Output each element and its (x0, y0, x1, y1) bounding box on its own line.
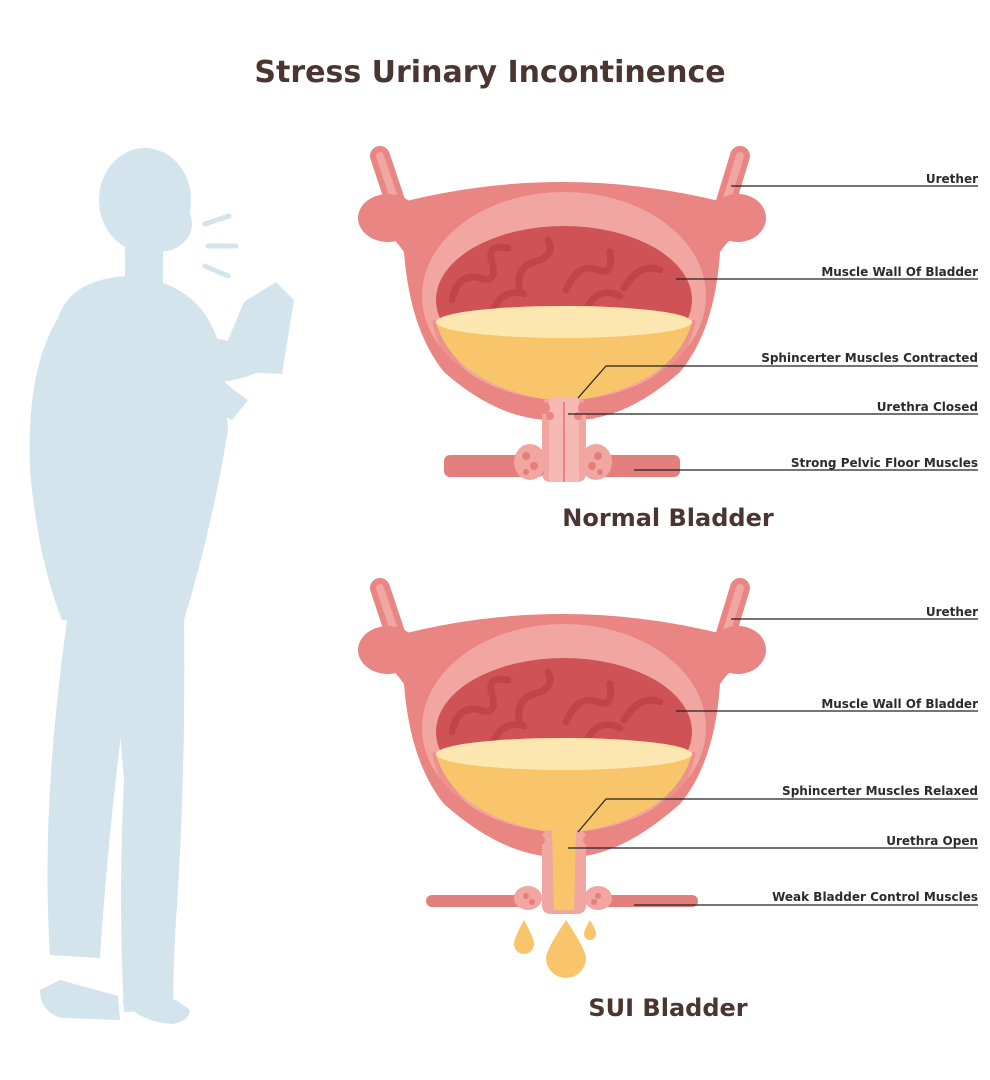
sui-bladder-labels: Urether Muscle Wall Of Bladder Sphincert… (772, 605, 978, 904)
label-pelvic-floor: Weak Bladder Control Muscles (772, 890, 978, 904)
cough-lines (202, 213, 239, 279)
label-pelvic-floor: Strong Pelvic Floor Muscles (791, 456, 978, 470)
sui-bladder-leader-lines (568, 618, 978, 906)
label-urether: Urether (926, 605, 978, 619)
urine-surface (436, 306, 692, 338)
coughing-person-silhouette-icon (29, 148, 294, 1024)
urine-surface (436, 738, 692, 770)
sui-bladder: Urether Muscle Wall Of Bladder Sphincert… (358, 578, 978, 1022)
urine-leak-drops (514, 920, 596, 978)
label-urethra: Urethra Closed (877, 400, 978, 414)
label-muscle-wall: Muscle Wall Of Bladder (821, 265, 978, 279)
bladder-muscle-folds (448, 236, 664, 312)
normal-bladder-caption: Normal Bladder (562, 504, 774, 532)
sui-bladder-caption: SUI Bladder (588, 994, 747, 1022)
label-sphincter: Sphincerter Muscles Contracted (761, 351, 978, 365)
pelvic-floor-muscles-weak (426, 886, 698, 910)
diagram-title: Stress Urinary Incontinence (254, 55, 725, 90)
normal-bladder-labels: Urether Muscle Wall Of Bladder Sphincert… (761, 172, 978, 470)
normal-bladder: Urether Muscle Wall Of Bladder Sphincert… (358, 146, 978, 532)
bladder-muscle-folds (448, 668, 664, 744)
label-sphincter: Sphincerter Muscles Relaxed (782, 784, 978, 798)
urethra-closed (542, 398, 586, 482)
label-urethra: Urethra Open (886, 834, 978, 848)
label-urether: Urether (926, 172, 978, 186)
urethra-open (542, 830, 586, 914)
pelvic-floor-muscles-strong (444, 444, 680, 480)
normal-bladder-leader-lines (568, 185, 978, 471)
label-muscle-wall: Muscle Wall Of Bladder (821, 697, 978, 711)
